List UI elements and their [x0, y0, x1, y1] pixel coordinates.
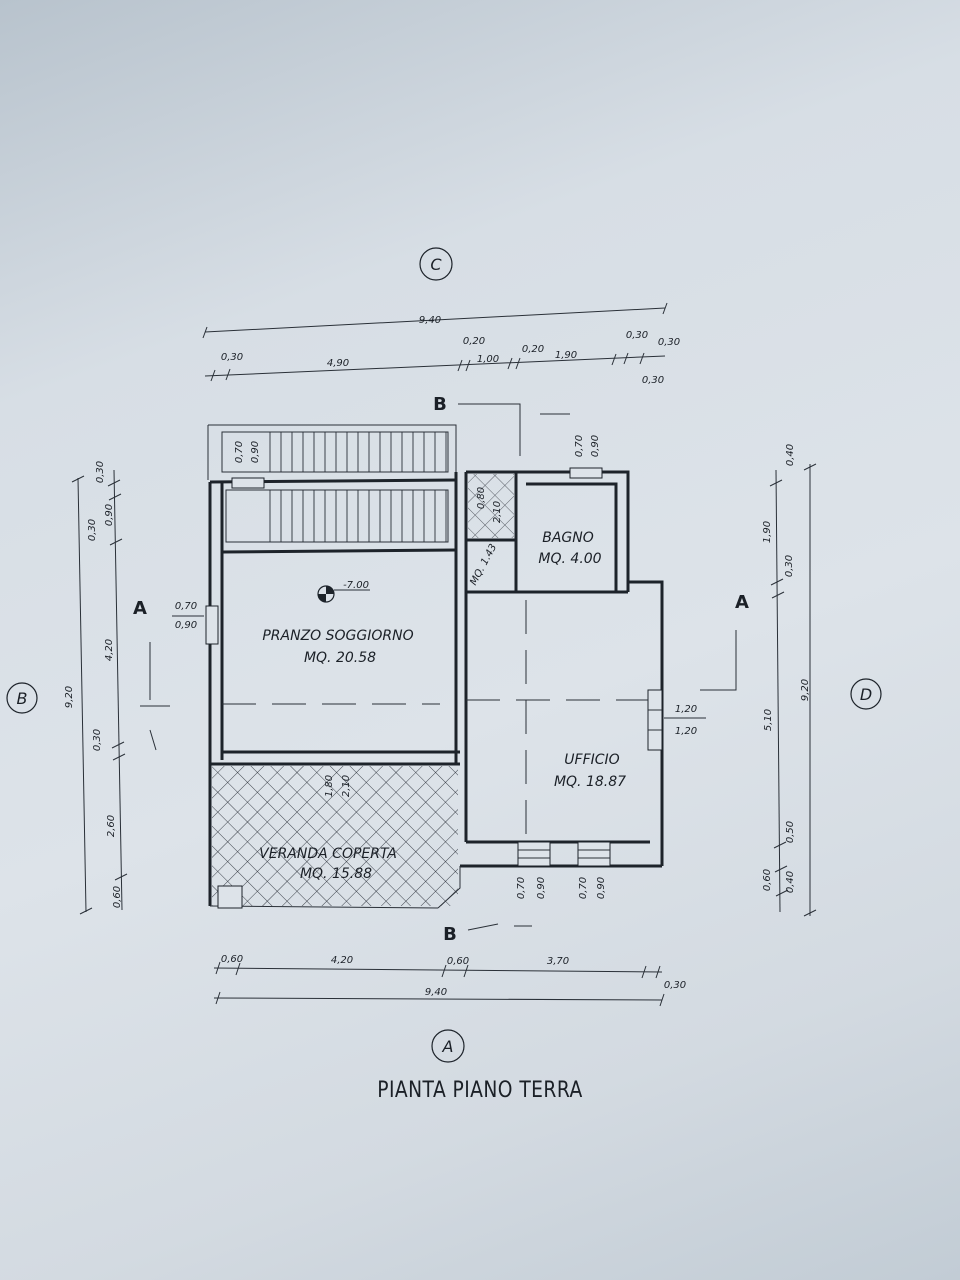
dim-bottom-c: 0,60 — [447, 956, 469, 967]
room-closet-area: MQ. 1.43 — [468, 542, 499, 587]
dim-door-closet-1: 0,80 — [476, 487, 487, 509]
dim-right-d: 0,50 — [785, 821, 796, 843]
room-veranda-name: VERANDA COPERTA — [259, 846, 397, 862]
dim-win-bottom2-b: 0,90 — [596, 877, 607, 899]
dim-win-left-2: 0,90 — [175, 620, 197, 631]
axis-label-bottom: A — [442, 1037, 454, 1056]
section-line-a — [140, 630, 737, 751]
dim-top-e: 0,20 — [522, 344, 544, 355]
room-bath-area: MQ. 4.00 — [538, 551, 601, 567]
dim-right-e: 0,60 — [762, 869, 773, 891]
dim-left-a: 0,30 — [95, 461, 106, 483]
section-label-b-top: B — [433, 394, 447, 415]
axis-bubble-top: C — [419, 247, 453, 281]
section-line-b — [458, 403, 570, 931]
dim-win-top-left-2: 0,90 — [250, 441, 261, 463]
dim-right-f: 0,40 — [785, 871, 796, 893]
dim-right-a: 0,40 — [785, 444, 796, 466]
room-living-name: PRANZO SOGGIORNO — [262, 628, 413, 644]
dim-top-total: 9,40 — [419, 315, 441, 326]
level-marker: -7.00 — [317, 580, 370, 603]
dim-bottom-e: 0,30 — [664, 980, 686, 991]
dim-top-f: 1,90 — [555, 350, 577, 361]
dim-left-g: 0,60 — [112, 886, 123, 908]
dim-door-closet-2: 2,10 — [492, 501, 503, 523]
axis-label-right: D — [860, 685, 872, 704]
walls — [207, 424, 664, 909]
dim-top-g: 0,30 — [626, 330, 648, 341]
dim-win-top-left-1: 0,70 — [234, 441, 245, 463]
veranda-hatch — [212, 766, 458, 906]
dim-win-bottom1-b: 0,90 — [536, 877, 547, 899]
room-living-area: MQ. 20.58 — [304, 650, 376, 666]
room-office-name: UFFICIO — [564, 752, 619, 768]
room-office-area: MQ. 18.87 — [554, 774, 626, 790]
dim-left-c: 0,90 — [104, 504, 115, 526]
dim-left-b: 0,30 — [87, 519, 98, 541]
dim-door-veranda-2: 2,10 — [341, 775, 352, 797]
dim-win-right-1: 1,20 — [675, 704, 697, 715]
room-veranda-area: MQ. 15.88 — [300, 866, 372, 882]
axis-bubble-left: B — [6, 682, 38, 714]
axis-bubble-right: D — [850, 678, 882, 710]
dim-right-inner: 5,10 — [763, 709, 774, 731]
dim-top-c: 0,20 — [463, 336, 485, 347]
dim-win-top-right-2: 0,90 — [590, 435, 601, 457]
dim-left-d: 4,20 — [104, 639, 115, 661]
axis-label-left: B — [17, 689, 28, 708]
top-dimensions: 9,40 0,30 4,90 0,20 1,00 0,20 1,90 0,30 … — [202, 302, 680, 386]
section-label-a-right: A — [735, 592, 749, 613]
dim-win-bottom2-a: 0,70 — [578, 877, 589, 899]
dim-left-total: 9,20 — [64, 686, 75, 708]
level-value: -7.00 — [343, 580, 369, 591]
dim-right-c: 0,30 — [784, 555, 795, 577]
dim-win-top-right-1: 0,70 — [574, 435, 585, 457]
dim-bottom-a: 0,60 — [221, 954, 243, 965]
stair-treads-lower — [269, 490, 447, 542]
bottom-dimensions: 0,60 4,20 0,60 3,70 0,30 9,40 — [213, 954, 686, 1007]
right-dimensions: 9,20 0,40 1,90 0,30 5,10 0,50 0,60 0,40 — [762, 444, 817, 917]
section-label-b-bottom: B — [443, 924, 457, 945]
room-bath-name: BAGNO — [542, 530, 594, 546]
dim-top-i: 0,30 — [642, 375, 664, 386]
closet-hatch — [468, 474, 514, 538]
stairs — [221, 431, 449, 543]
dim-right-total: 9,20 — [800, 679, 811, 701]
axis-bubble-bottom: A — [431, 1029, 465, 1063]
plan-title: PIANTA PIANO TERRA — [377, 1078, 583, 1103]
dim-bottom-b: 4,20 — [331, 955, 353, 966]
dim-left-e: 0,30 — [92, 729, 103, 751]
left-dimensions: 9,20 0,30 0,30 0,90 4,20 0,30 2,60 0,60 — [64, 461, 128, 915]
axis-label-top: C — [430, 255, 442, 274]
section-label-a-left: A — [133, 598, 147, 619]
dim-win-bottom1-a: 0,70 — [516, 877, 527, 899]
dim-win-right-2: 1,20 — [675, 726, 697, 737]
veranda-post — [217, 885, 243, 909]
dim-top-h: 0,30 — [658, 337, 680, 348]
dim-bottom-d: 3,70 — [547, 956, 569, 967]
dim-top-b: 4,90 — [327, 358, 349, 369]
windows — [205, 467, 663, 867]
dim-top-a: 0,30 — [221, 352, 243, 363]
stair-treads-upper — [269, 432, 447, 472]
dim-top-d: 1,00 — [477, 354, 499, 365]
dim-bottom-total: 9,40 — [425, 987, 447, 998]
dim-left-f: 2,60 — [106, 815, 117, 837]
dim-right-b: 1,90 — [762, 521, 773, 543]
dim-door-veranda-1: 1,80 — [324, 775, 335, 797]
dim-win-left-1: 0,70 — [175, 601, 197, 612]
